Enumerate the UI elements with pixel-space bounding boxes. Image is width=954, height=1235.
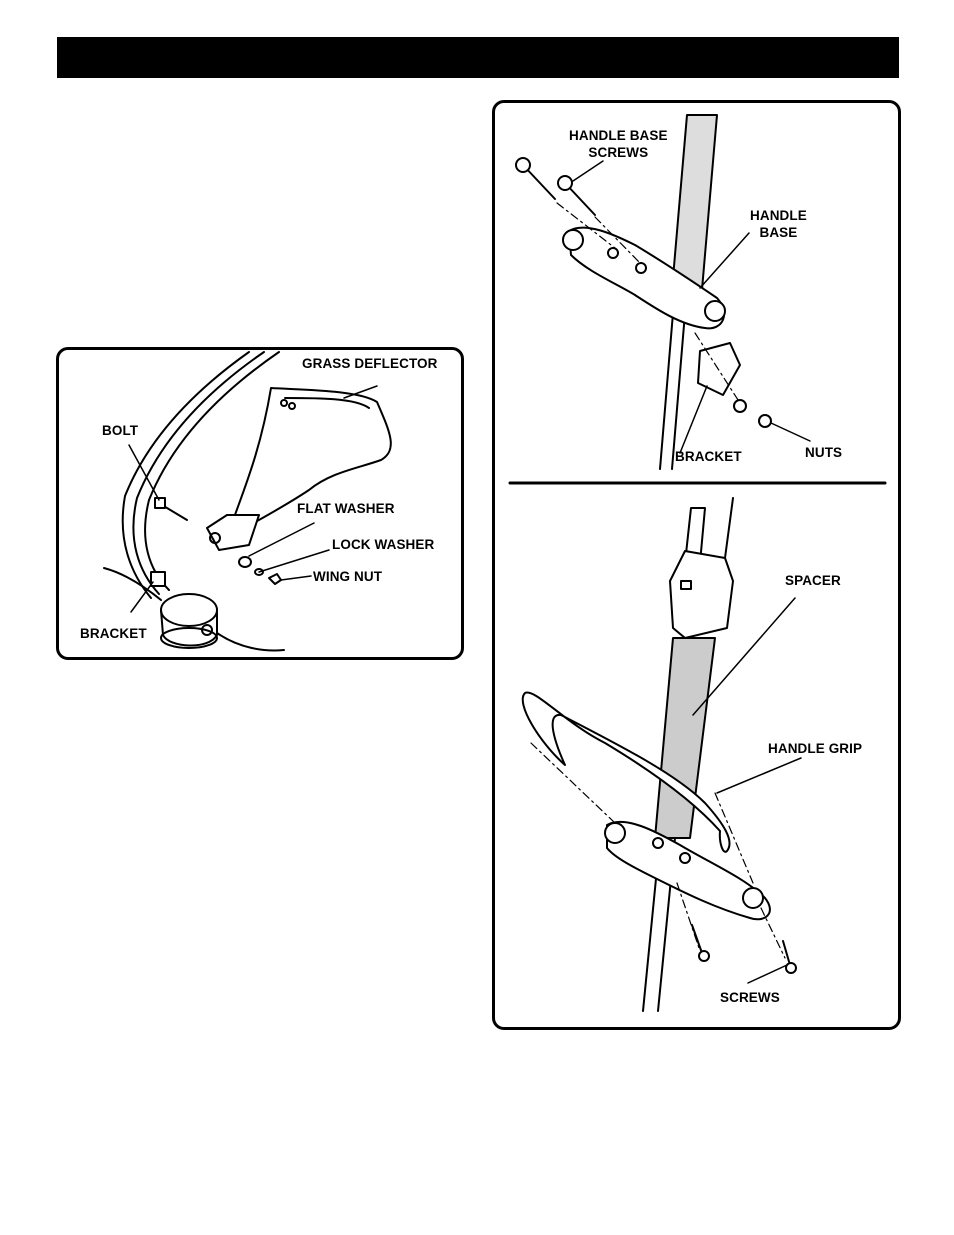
label-handle-base-screws: HANDLE BASE SCREWS <box>569 128 668 160</box>
handle-assembly-illustration <box>508 114 887 1012</box>
label-bolt: BOLT <box>102 423 139 438</box>
grass-deflector-illustration <box>103 351 392 652</box>
label-handle-grip: HANDLE GRIP <box>768 741 863 756</box>
label-grass-deflector: GRASS DEFLECTOR <box>302 356 438 371</box>
handle-assembly-figure: HANDLE BASE SCREWS HANDLE BASE BRACKET N… <box>492 100 901 1030</box>
label-bracket-upper: BRACKET <box>675 449 742 464</box>
label-screws: SCREWS <box>720 990 780 1005</box>
header-bar <box>57 37 899 78</box>
label-flat-washer: FLAT WASHER <box>297 501 395 516</box>
label-wing-nut: WING NUT <box>313 569 383 584</box>
label-spacer: SPACER <box>785 573 841 588</box>
label-bracket: BRACKET <box>80 626 147 641</box>
label-nuts: NUTS <box>805 445 843 460</box>
grass-deflector-figure: GRASS DEFLECTOR BOLT FLAT WASHER LOCK WA… <box>56 347 464 660</box>
label-handle-base: HANDLE BASE <box>750 208 807 240</box>
label-lock-washer: LOCK WASHER <box>332 537 435 552</box>
